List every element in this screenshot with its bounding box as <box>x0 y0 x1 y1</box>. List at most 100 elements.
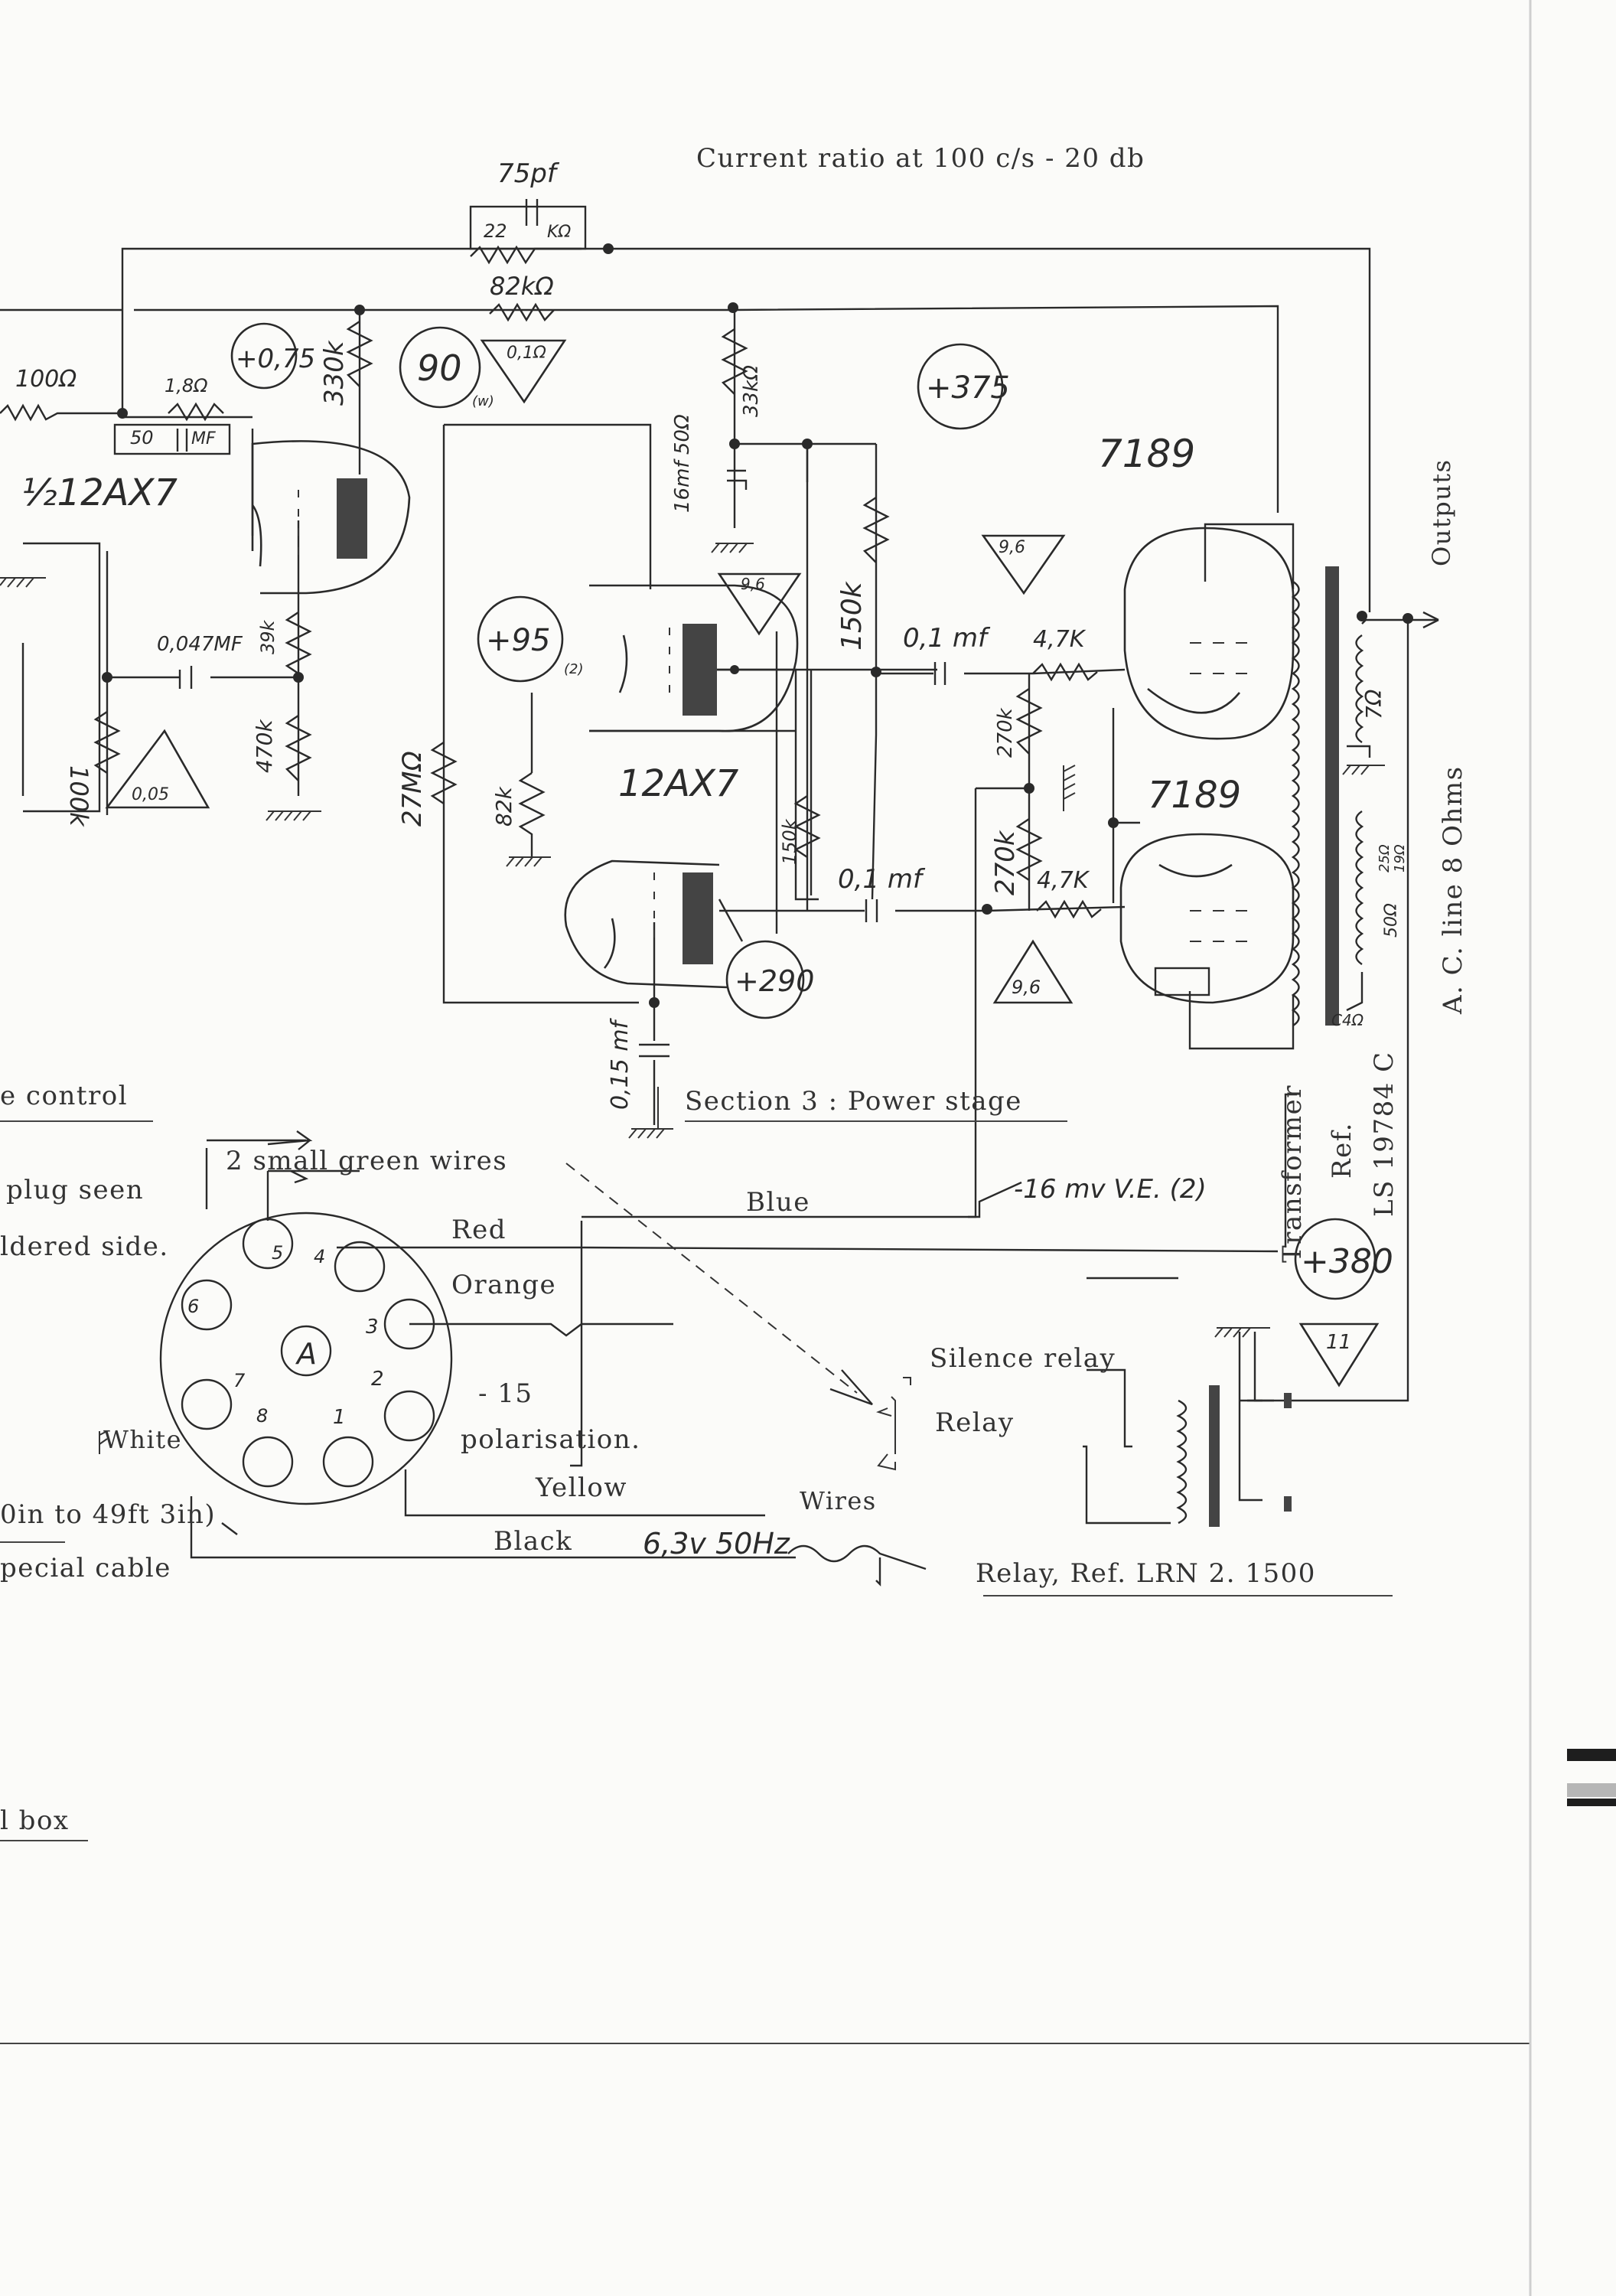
res-22: 22 <box>484 220 507 242</box>
voltage-90: 90 <box>417 347 462 389</box>
voltage-075: +0,75 <box>236 344 315 374</box>
underlines <box>0 1120 1530 2044</box>
grounds <box>0 543 1385 1454</box>
voltage-95: +95 <box>486 623 550 658</box>
cap-015: 0,15 mf <box>607 1017 634 1110</box>
pin-1: 1 <box>333 1406 346 1429</box>
res-470k: 470k <box>252 719 277 773</box>
res-33k: 33kΩ <box>740 365 763 417</box>
pin-w: (w) <box>472 393 494 409</box>
frag-box: l box <box>0 1805 70 1836</box>
page-edge <box>1529 0 1616 2296</box>
voltage-01: 0,1Ω <box>507 344 546 363</box>
pin-2: (2) <box>564 661 584 677</box>
voltage-96-a: 9,6 <box>999 538 1025 557</box>
cap-50: 50 <box>130 427 154 448</box>
res-150k-a: 150k <box>836 580 868 651</box>
pin-4: 4 <box>314 1246 325 1267</box>
frag-control: e control <box>0 1081 128 1111</box>
silence-relay <box>787 1332 1292 1587</box>
frag-cable: pecial cable <box>0 1553 171 1583</box>
pin-5: 5 <box>272 1242 283 1264</box>
pointer-arrow <box>267 611 1439 1406</box>
voltage-11: 11 <box>1326 1331 1351 1354</box>
pin-2-plug: 2 <box>371 1368 384 1391</box>
cap-50-unit: MF <box>191 429 216 448</box>
octal-plug <box>159 1212 453 1505</box>
tap-c4: C4Ω <box>1331 1011 1364 1029</box>
relay-ref: Relay, Ref. LRN 2. 1500 <box>976 1558 1316 1589</box>
res-82k: 82kΩ <box>490 272 554 301</box>
res-100k: 100k <box>64 765 93 827</box>
current-ratio: Current ratio at 100 c/s - 20 db <box>696 143 1145 174</box>
tube-v4-label: 7189 <box>1148 774 1241 817</box>
res-47-a: 4,7K <box>1033 626 1087 653</box>
cap-75pf: 75pf <box>497 158 560 189</box>
vf-label: -16 mv V.E. (2) <box>1014 1174 1207 1205</box>
pin-7: 7 <box>233 1370 246 1391</box>
tube-v2-label: 12AX7 <box>618 762 739 805</box>
wire-orange: Orange <box>451 1270 556 1300</box>
cap-01-a: 0,1 mf <box>903 623 991 654</box>
ac-line-label: A. C. line 8 Ohms <box>1438 765 1468 1015</box>
silence-relay-label: Silence relay <box>930 1343 1116 1374</box>
res-270-b: 270k <box>990 830 1021 895</box>
pin-8: 8 <box>256 1405 268 1427</box>
wire-green: 2 small green wires <box>226 1146 507 1176</box>
tube-v3-label: 7189 <box>1098 432 1195 476</box>
res-27m: 27MΩ <box>397 751 428 827</box>
outputs-label: Outputs <box>1427 458 1456 566</box>
voltage-96-c: 9,6 <box>1012 977 1041 998</box>
wiring <box>0 247 1438 1559</box>
transformer-label: Transformer <box>1277 1084 1308 1263</box>
wire-blue: Blue <box>746 1187 810 1218</box>
voltage-290: +290 <box>735 964 814 998</box>
tap-50: 50Ω <box>1382 903 1401 938</box>
cap-16mf: 16mf 50Ω <box>671 414 694 513</box>
frag-range: 0in to 49ft 3in) <box>0 1499 216 1530</box>
heater-voltage: 6,3v 50Hz <box>643 1527 790 1561</box>
tap-19: 19Ω <box>1392 844 1408 872</box>
capacitors <box>113 199 946 1058</box>
cap-01-b: 0,1 mf <box>838 864 926 895</box>
res-100: 100Ω <box>15 366 77 393</box>
transformer-ref: Ref. <box>1327 1122 1357 1179</box>
plug-letter: A <box>295 1337 317 1371</box>
junctions <box>102 243 1119 1008</box>
wire-black: Black <box>494 1526 572 1557</box>
section-title: Section 3 : Power stage <box>685 1086 1022 1117</box>
res-82k-b: 82k <box>491 785 516 827</box>
tube-v1-label: ½12AX7 <box>21 471 178 514</box>
voltage-005: 0,05 <box>132 785 169 804</box>
voltage-380: +380 <box>1301 1242 1393 1281</box>
pin-6: 6 <box>187 1296 199 1317</box>
labels: Current ratio at 100 c/s - 20 db ½12AX7 … <box>0 143 1468 1836</box>
wires-label: Wires <box>800 1486 877 1515</box>
res-39k: 39k <box>257 619 279 654</box>
frag-plug: plug seen <box>6 1175 144 1205</box>
transformer-model: LS 19784 C <box>1369 1051 1399 1217</box>
res-18: 1,8Ω <box>165 375 208 396</box>
output-transformer <box>1291 566 1364 1026</box>
voltage-96-b: 9,6 <box>741 575 765 593</box>
vacuum-tubes <box>251 440 1295 1004</box>
voltage-375: +375 <box>926 370 1010 406</box>
bias-value: - 15 <box>478 1378 533 1409</box>
res-22-unit: KΩ <box>547 223 571 242</box>
res-47-b: 4,7K <box>1037 867 1090 894</box>
resistors <box>0 245 1102 919</box>
res-330k: 330k <box>319 340 350 406</box>
voltage-badges <box>105 322 1380 1388</box>
pin-3: 3 <box>366 1316 379 1339</box>
bias-label: polarisation. <box>461 1424 640 1455</box>
cap-0047: 0,047MF <box>157 633 243 656</box>
res-270-a: 270k <box>994 707 1017 758</box>
tap-25: 25Ω <box>1377 844 1393 872</box>
frag-soldered: ldered side. <box>0 1231 169 1262</box>
res-7: 7Ω <box>1361 689 1386 719</box>
res-150k-b: 150k <box>779 818 800 865</box>
wire-yellow: Yellow <box>535 1473 627 1503</box>
relay-label: Relay <box>935 1407 1015 1438</box>
